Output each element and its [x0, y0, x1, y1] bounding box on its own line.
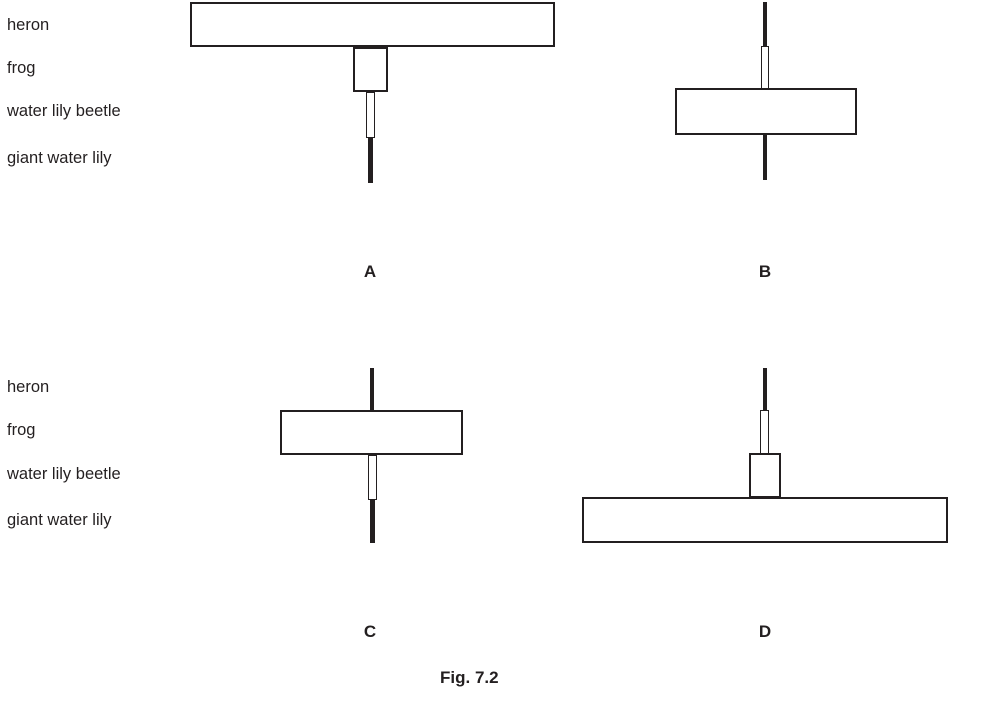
trophic-label-water-lily-beetle-top: water lily beetle	[7, 102, 121, 120]
pyramid-a-level-water-lily-beetle	[366, 92, 375, 138]
pyramid-b-level-heron	[763, 2, 767, 46]
pyramid-a-level-heron	[190, 2, 555, 47]
trophic-label-giant-water-lily-bottom: giant water lily	[7, 511, 112, 529]
trophic-label-heron-top: heron	[7, 16, 50, 34]
pyramid-d-level-heron	[763, 368, 767, 411]
trophic-label-giant-water-lily-top: giant water lily	[7, 149, 112, 167]
trophic-label-frog-bottom: frog	[7, 421, 36, 439]
trophic-label-frog-top: frog	[7, 59, 36, 77]
pyramid-c-level-frog	[280, 410, 463, 455]
trophic-label-water-lily-beetle-bottom: water lily beetle	[7, 465, 121, 483]
pyramid-d-level-frog	[760, 410, 769, 454]
figure-caption: Fig. 7.2	[440, 668, 499, 687]
pyramid-c-level-heron	[370, 368, 374, 411]
pyramid-letter-d: D	[758, 622, 772, 641]
pyramid-d-level-water-lily-beetle	[749, 453, 781, 498]
pyramid-b-level-water-lily-beetle	[675, 88, 857, 135]
pyramid-letter-a: A	[363, 262, 377, 281]
pyramid-c-level-water-lily-beetle	[368, 455, 377, 500]
trophic-label-heron-bottom: heron	[7, 378, 50, 396]
pyramid-b-level-frog	[761, 46, 769, 89]
pyramid-letter-c: C	[363, 622, 377, 641]
pyramid-b-level-giant-water-lily	[763, 135, 767, 180]
pyramid-letter-b: B	[758, 262, 772, 281]
pyramid-d-level-giant-water-lily	[582, 497, 948, 543]
pyramid-a-level-giant-water-lily	[368, 138, 373, 183]
pyramid-c-level-giant-water-lily	[370, 500, 375, 543]
pyramid-a-level-frog	[353, 47, 388, 92]
